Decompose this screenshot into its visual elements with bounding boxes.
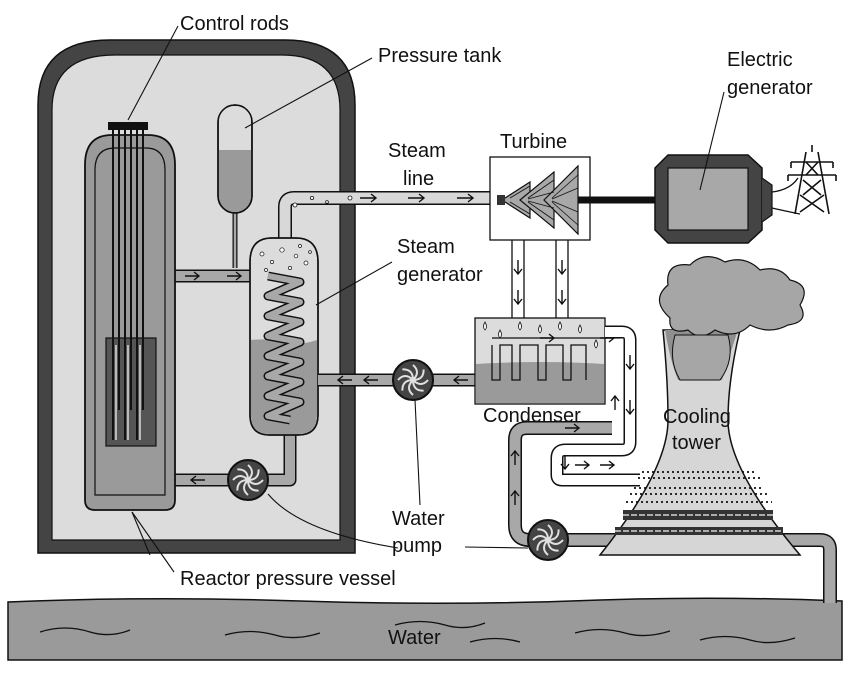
- feedwater-pump: [392, 359, 434, 401]
- electric-generator: [654, 154, 801, 244]
- cooling-loop: [508, 325, 837, 603]
- control-rods: [112, 128, 144, 440]
- label-turbine: Turbine: [500, 131, 567, 153]
- labels: Control rods Pressure tank Electric gene…: [180, 13, 813, 649]
- label-steam-line-2: line: [403, 168, 434, 190]
- turbine-icon: [497, 164, 579, 236]
- reactor-pressure-vessel: [84, 122, 176, 511]
- water-body: [7, 597, 843, 661]
- pump-icon: [392, 359, 434, 401]
- cooling-tower-smoke: [658, 256, 805, 381]
- label-condenser: Condenser: [483, 405, 581, 427]
- label-cooling-tower-2: tower: [672, 432, 721, 454]
- pump-icon: [527, 519, 569, 561]
- primary-water-pump: [227, 459, 269, 501]
- label-steam-line-1: Steam: [388, 140, 446, 162]
- cooling-tower: [598, 256, 805, 556]
- pressure-tank: [217, 104, 253, 268]
- turbine: [489, 156, 655, 318]
- pump-icon: [227, 459, 269, 501]
- label-control-rods: Control rods: [180, 13, 289, 35]
- label-cooling-tower-1: Cooling: [663, 406, 731, 428]
- label-water-pump-1: Water: [392, 508, 445, 530]
- label-electric-generator-1: Electric: [727, 49, 793, 71]
- steam-line: [278, 191, 505, 248]
- label-electric-generator-2: generator: [727, 77, 813, 99]
- label-steam-generator-2: generator: [397, 264, 483, 286]
- label-water-pump-2: pump: [392, 535, 442, 557]
- cooling-water-pump: [527, 519, 569, 561]
- transmission-tower-icon: [787, 145, 837, 215]
- leader-lines: [127, 25, 725, 573]
- condenser: [474, 317, 620, 405]
- steam-generator: [249, 237, 319, 436]
- label-steam-generator-1: Steam: [397, 236, 455, 258]
- label-pressure-tank: Pressure tank: [378, 45, 502, 67]
- label-water: Water: [388, 627, 441, 649]
- label-reactor-pressure-vessel: Reactor pressure vessel: [180, 568, 396, 590]
